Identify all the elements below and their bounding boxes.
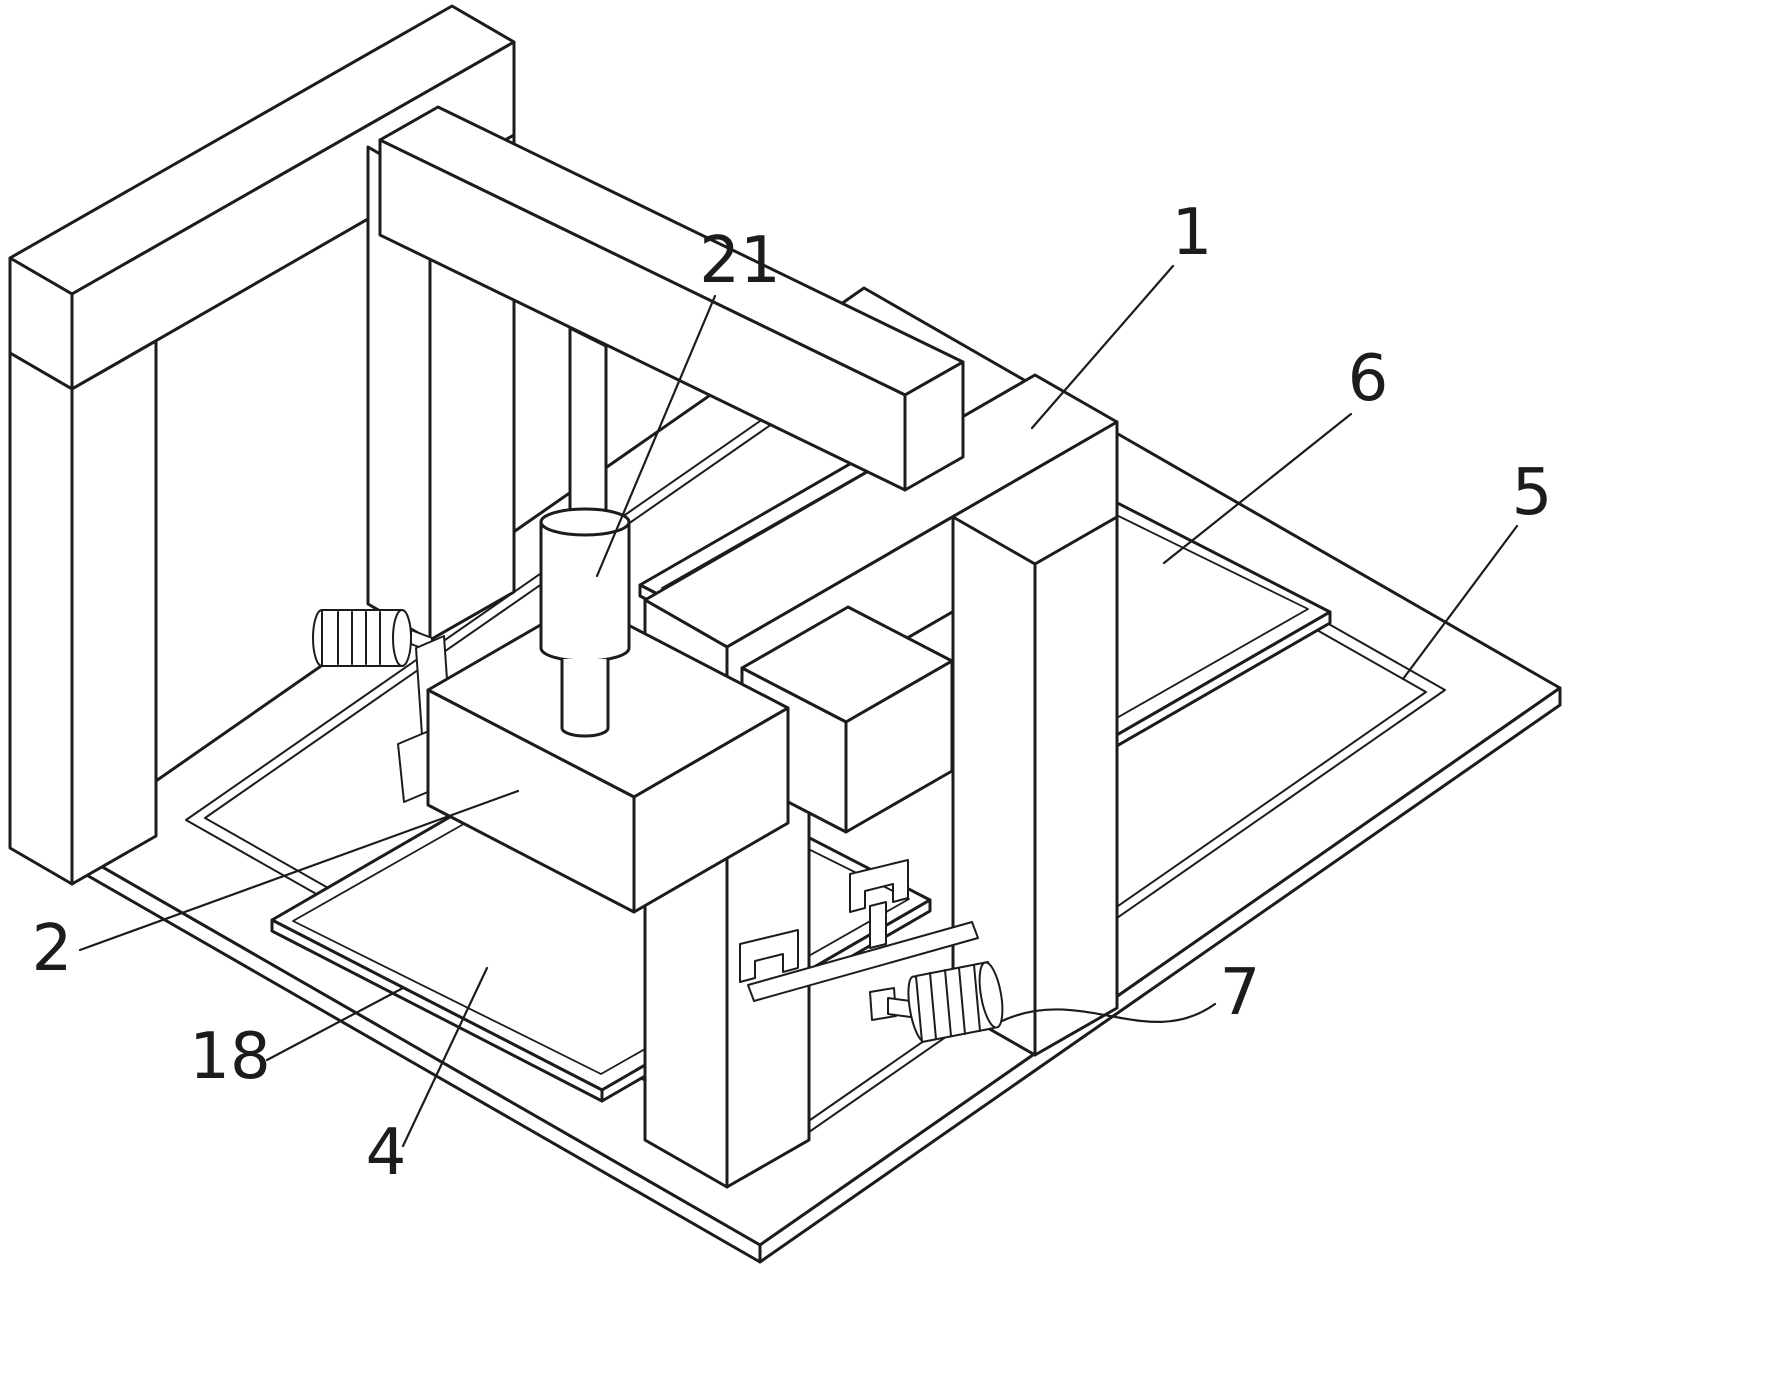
label-7: 7 [1220, 956, 1261, 1030]
bridge-beam [378, 105, 965, 492]
leader-5 [1401, 524, 1519, 681]
left-motor-front-cap [392, 609, 412, 667]
clamp-feed-unit [739, 859, 1004, 1043]
leader-21 [595, 294, 717, 578]
clamp-a [849, 859, 909, 913]
reference-numerals: 21 1 6 5 2 18 4 7 [32, 196, 1553, 1190]
leader-6 [1162, 412, 1353, 565]
label-18: 18 [189, 1020, 270, 1094]
spindle-rod [560, 657, 610, 738]
base-right-edge [758, 686, 1562, 1264]
right-gantry-column-right-se [1033, 515, 1119, 1057]
label-2: 2 [32, 912, 73, 986]
leader-18 [265, 986, 405, 1062]
spindle-cylinder-top [539, 507, 631, 537]
press-box-front-face [632, 706, 790, 914]
leader-2 [78, 789, 520, 952]
label-4: 4 [366, 1116, 407, 1190]
spindle-assembly [539, 326, 631, 738]
label-5: 5 [1512, 456, 1553, 530]
clamp-a-stem [869, 901, 887, 949]
label-1: 1 [1172, 196, 1213, 270]
left-motor-body [321, 609, 403, 667]
label-21: 21 [699, 224, 780, 298]
leader-4 [401, 966, 489, 1148]
bridge-end-face [903, 360, 965, 492]
left-gantry-column1-left-face [8, 351, 74, 886]
spindle-cylinder-body [539, 520, 631, 663]
leader-lines [78, 264, 1519, 1148]
leader-7 [1000, 1002, 1217, 1023]
clamp-rail [747, 921, 979, 1002]
clamp-b [739, 929, 799, 983]
right-motor-front-cap [978, 961, 1004, 1029]
label-6: 6 [1348, 342, 1389, 416]
housing-box-front-face [844, 659, 954, 834]
spindle-quill [568, 326, 608, 526]
leader-1 [1030, 264, 1175, 430]
left-gantry-column1-front-face [70, 339, 158, 886]
